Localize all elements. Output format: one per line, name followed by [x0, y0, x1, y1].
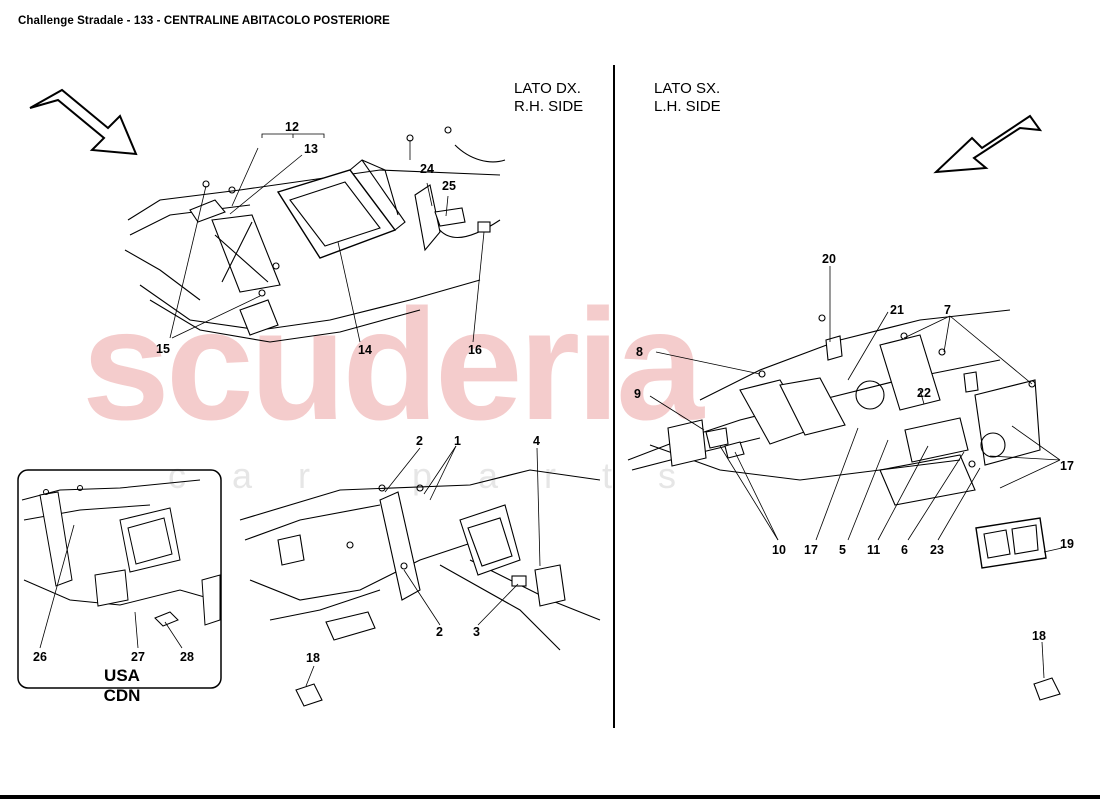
rh-side-assembly — [124, 126, 506, 343]
callout-8[interactable]: 8 — [636, 345, 643, 359]
callout-15[interactable]: 15 — [156, 342, 170, 356]
page-title: Challenge Stradale - 133 - CENTRALINE AB… — [18, 15, 390, 27]
center-bottom-assembly — [239, 469, 601, 707]
callout-2-top[interactable]: 2 — [416, 434, 423, 448]
callout-2-bottom[interactable]: 2 — [436, 625, 443, 639]
rh-leader-lines — [169, 133, 485, 343]
lh-side-label: LATO SX. L.H. SIDE — [654, 80, 721, 116]
rh-side-label-it: LATO DX. — [514, 80, 581, 97]
callout-11[interactable]: 11 — [867, 543, 881, 557]
rh-side-label: LATO DX. R.H. SIDE — [514, 80, 583, 116]
direction-arrow-right-icon — [29, 88, 138, 156]
callout-20[interactable]: 20 — [822, 252, 836, 266]
callout-5[interactable]: 5 — [839, 543, 846, 557]
watermark-brand: scuderia — [82, 277, 704, 453]
lh-side-assembly — [627, 309, 1061, 701]
callout-27[interactable]: 27 — [131, 650, 145, 664]
callout-23[interactable]: 23 — [930, 543, 944, 557]
center-leader-lines — [305, 445, 541, 687]
callout-19[interactable]: 19 — [1060, 537, 1074, 551]
callout-28[interactable]: 28 — [180, 650, 194, 664]
callout-25[interactable]: 25 — [442, 179, 456, 193]
usa-cdn-inset-drawing — [21, 479, 221, 627]
callout-18-center[interactable]: 18 — [306, 651, 320, 665]
callout-14[interactable]: 14 — [358, 343, 372, 357]
callout-4[interactable]: 4 — [533, 434, 540, 448]
callout-26[interactable]: 26 — [33, 650, 47, 664]
callout-6[interactable]: 6 — [901, 543, 908, 557]
lh-side-label-it: LATO SX. — [654, 80, 721, 97]
callout-24[interactable]: 24 — [420, 162, 434, 176]
rh-side-label-en: R.H. SIDE — [514, 98, 584, 115]
callout-10[interactable]: 10 — [772, 543, 786, 557]
callout-12[interactable]: 12 — [285, 120, 299, 134]
variant-cdn: CDN — [103, 686, 141, 705]
callout-3[interactable]: 3 — [473, 625, 480, 639]
callout-7[interactable]: 7 — [944, 303, 951, 317]
inset-leader-lines — [39, 524, 183, 649]
callout-21[interactable]: 21 — [890, 303, 904, 317]
lh-side-label-en: L.H. SIDE — [654, 98, 721, 115]
usa-cdn-variant-label: USA CDN — [98, 666, 146, 706]
callout-17-right[interactable]: 17 — [1060, 459, 1074, 473]
direction-arrow-left-icon — [933, 114, 1043, 174]
callout-18-right[interactable]: 18 — [1032, 629, 1046, 643]
callout-13[interactable]: 13 — [304, 142, 318, 156]
usa-cdn-inset-frame — [17, 469, 222, 689]
variant-usa: USA — [104, 666, 140, 685]
callout-9[interactable]: 9 — [634, 387, 641, 401]
callout-22[interactable]: 22 — [917, 386, 931, 400]
callout-16[interactable]: 16 — [468, 343, 482, 357]
callout-1[interactable]: 1 — [454, 434, 461, 448]
callout-17-bottom[interactable]: 17 — [804, 543, 818, 557]
lh-leader-lines — [649, 266, 1063, 679]
watermark-subtitle: car parts — [168, 455, 723, 496]
